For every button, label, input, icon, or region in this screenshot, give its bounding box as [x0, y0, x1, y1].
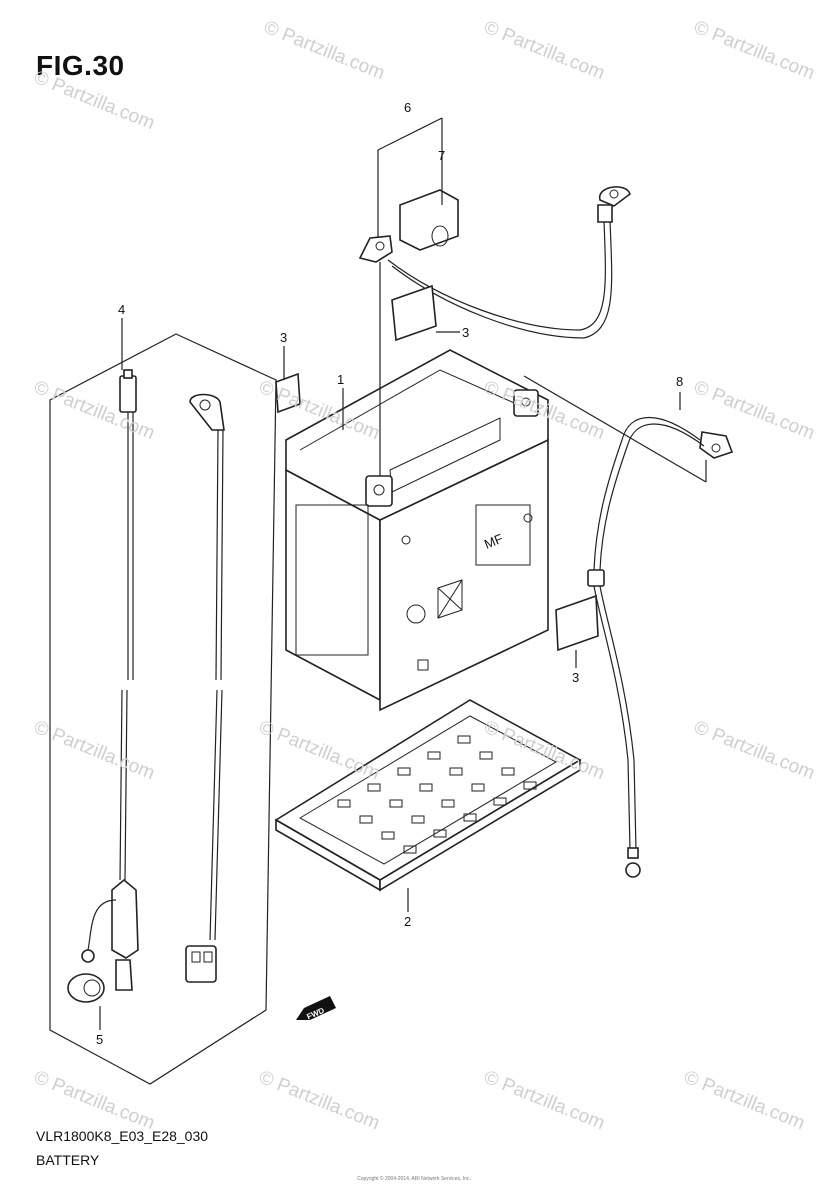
figure-name: BATTERY — [36, 1152, 100, 1168]
copyright-text: Copyright © 2004-2014, ARI Network Servi… — [357, 1176, 471, 1182]
item-3-pad-top — [391, 284, 437, 342]
item-5-fuse-cap — [67, 973, 105, 1003]
callout-6: 6 — [404, 100, 411, 115]
callout-7: 7 — [438, 148, 445, 163]
callout-1: 1 — [337, 372, 344, 387]
group-4-outline — [49, 333, 277, 1085]
item-8-negative-cable — [587, 417, 734, 878]
figure-title: FIG.30 — [36, 50, 125, 81]
callout-4: 4 — [118, 302, 125, 317]
callout-2: 2 — [404, 914, 411, 929]
item-7-terminal-cover — [399, 189, 459, 251]
fwd-arrow-icon: FWD — [296, 996, 336, 1021]
item-3-pad-left — [275, 372, 301, 414]
item-1-battery: MF — [285, 349, 549, 712]
callout-8: 8 — [676, 374, 683, 389]
battery-mark: MF — [482, 531, 505, 552]
callout-5: 5 — [96, 1032, 103, 1047]
callout-3-left: 3 — [280, 330, 287, 345]
callout-3-right: 3 — [572, 670, 579, 685]
callout-3-top: 3 — [462, 325, 469, 340]
harness-4-left-lead — [81, 369, 139, 991]
figure-code: VLR1800K8_E03_E28_030 — [36, 1128, 209, 1144]
item-3-pad-right — [555, 594, 599, 652]
item-6-positive-cable — [358, 186, 631, 339]
harness-4-right-lead — [185, 393, 225, 983]
item-2-battery-tray — [274, 699, 582, 892]
leader-lines — [99, 117, 707, 1030]
